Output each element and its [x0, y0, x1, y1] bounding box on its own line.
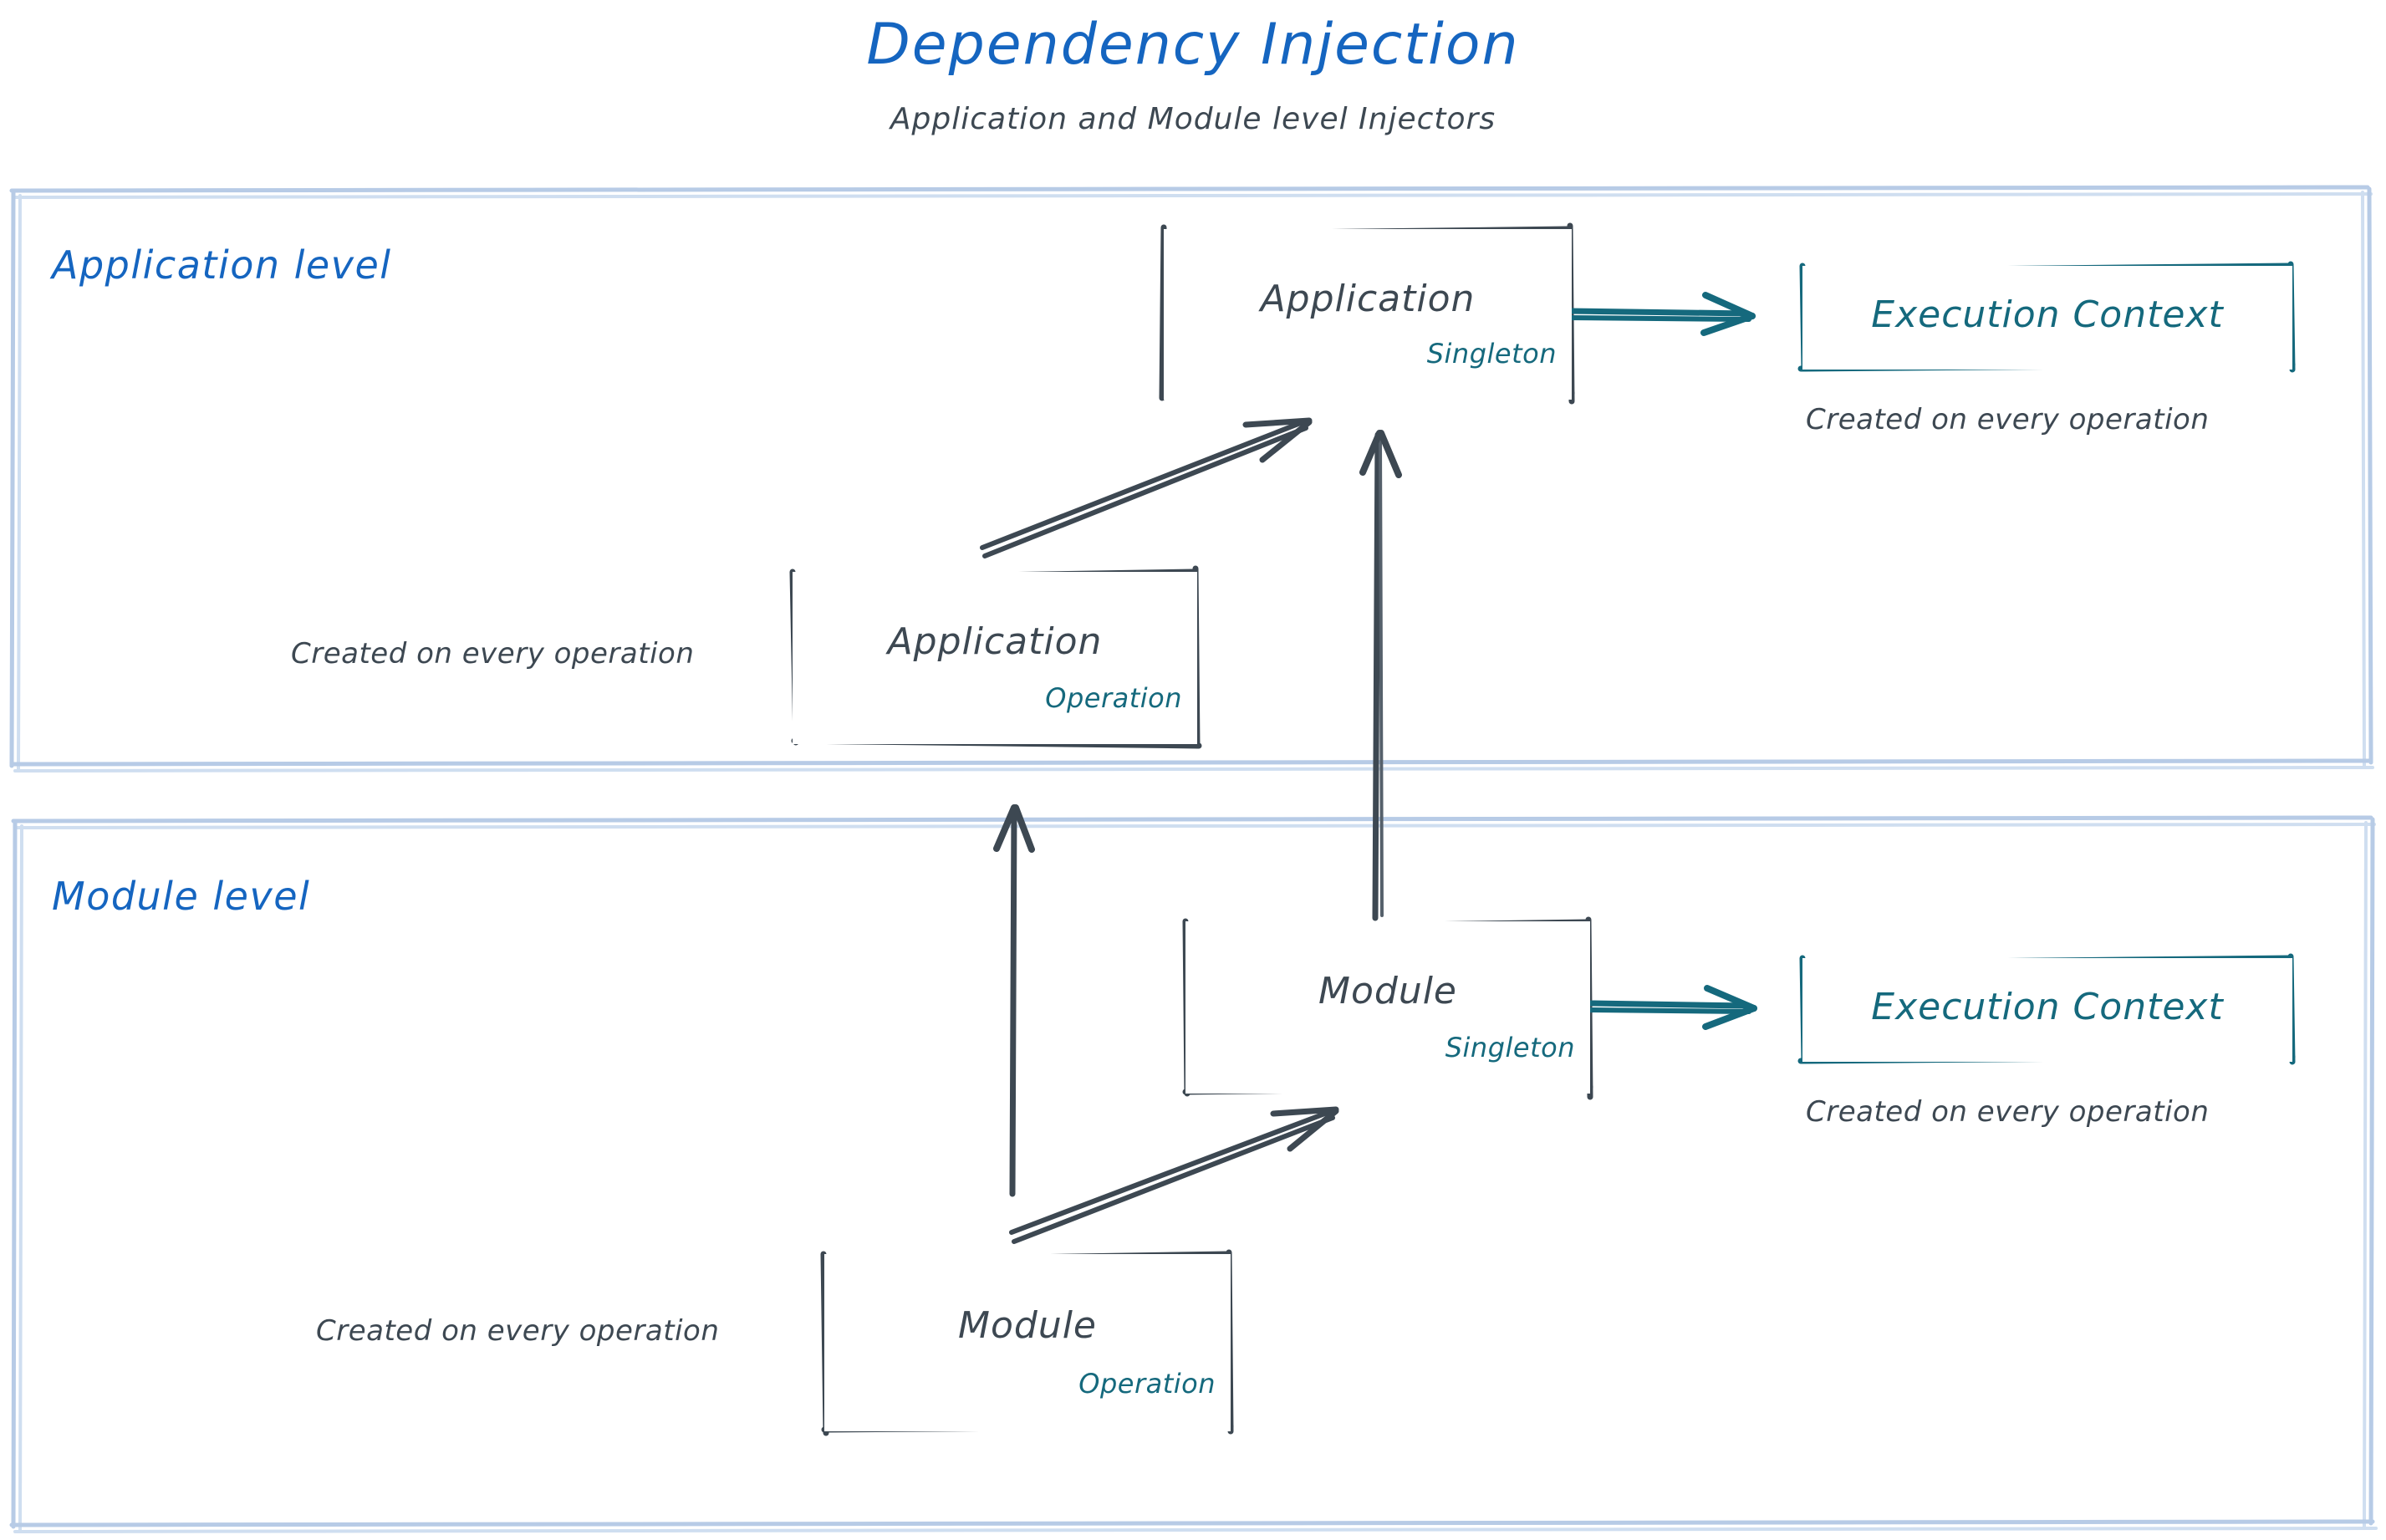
edge-module-singleton-to-exec-ctx	[1586, 985, 1757, 1030]
module-level-label: Module level	[52, 874, 311, 919]
node-application-singleton[interactable]: Application Singleton	[1164, 229, 1572, 400]
node-application-operation[interactable]: Application Operation	[793, 572, 1197, 744]
node-execution-context-application[interactable]: Execution Context	[1802, 266, 2292, 370]
node-application-operation-scope: Operation	[1045, 682, 1182, 714]
page-title: Dependency Injection	[866, 12, 1520, 78]
note-execution-context-application: Created on every operation	[1806, 403, 2210, 436]
node-module-singleton[interactable]: Module Singleton	[1185, 921, 1590, 1094]
application-level-label: Application level	[52, 242, 392, 288]
node-module-operation-scope: Operation	[1078, 1368, 1216, 1400]
edge-app-operation-to-app-singleton	[980, 417, 1313, 558]
edge-module-operation-to-module-singleton	[1009, 1106, 1339, 1244]
edge-app-singleton-to-exec-ctx	[1564, 292, 1756, 336]
node-module-operation[interactable]: Module Operation	[824, 1254, 1231, 1431]
module-level-container	[9, 815, 2378, 1533]
edge-module-operation-to-app-operation	[993, 804, 1035, 1197]
note-execution-context-module: Created on every operation	[1806, 1095, 2210, 1129]
node-execution-context-module[interactable]: Execution Context	[1802, 958, 2292, 1062]
page-subtitle: Application and Module level Injectors	[890, 102, 1496, 136]
node-module-singleton-title: Module	[1318, 970, 1457, 1012]
node-module-singleton-scope: Singleton	[1445, 1032, 1575, 1063]
node-execution-context-application-title: Execution Context	[1871, 293, 2224, 336]
note-module-operation: Created on every operation	[316, 1314, 720, 1348]
node-execution-context-module-title: Execution Context	[1871, 986, 2224, 1028]
node-application-singleton-scope: Singleton	[1426, 338, 1557, 370]
node-application-operation-title: Application	[887, 620, 1103, 663]
application-level-container	[9, 185, 2374, 773]
edge-module-singleton-to-app-singleton	[1359, 430, 1402, 921]
note-application-operation: Created on every operation	[291, 637, 695, 671]
node-module-operation-title: Module	[958, 1304, 1097, 1347]
node-application-singleton-title: Application	[1260, 278, 1476, 320]
